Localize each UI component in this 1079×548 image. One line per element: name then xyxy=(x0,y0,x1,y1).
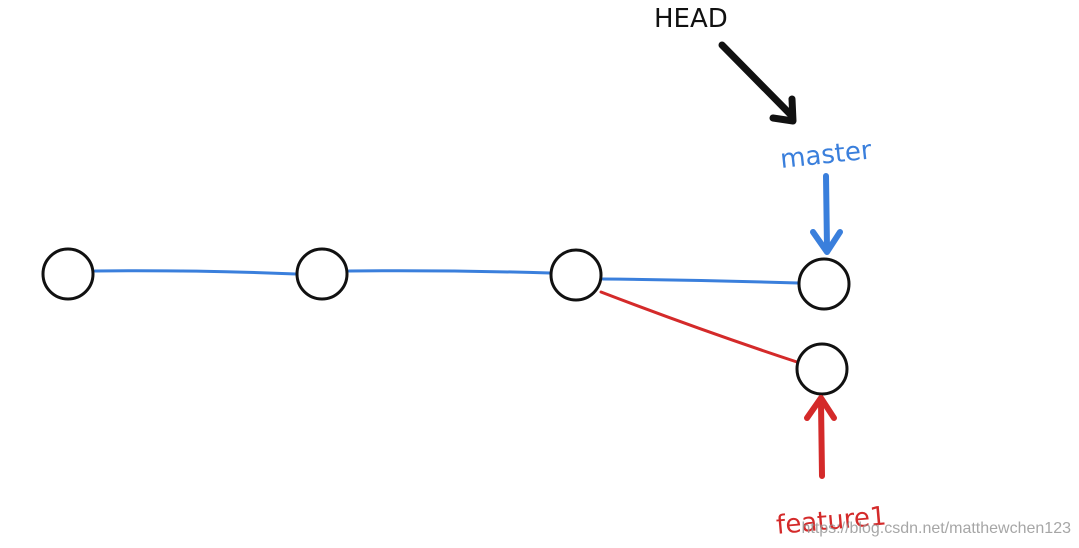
commit-node-c2 xyxy=(295,247,349,301)
edge-c3-c5 xyxy=(599,290,799,364)
commit-node-c5 xyxy=(795,342,849,396)
edge-c3-c4 xyxy=(601,277,800,285)
master-arrow-icon xyxy=(810,229,843,255)
commit-node-c3 xyxy=(549,248,603,302)
commit-node-c4 xyxy=(797,257,851,311)
edge-c1-c2 xyxy=(93,269,298,276)
feature-arrow-shaft xyxy=(818,399,825,479)
head-label: HEAD xyxy=(654,4,728,34)
head-arrow-icon xyxy=(769,95,797,125)
feature-arrow-icon xyxy=(804,395,837,421)
watermark-url: https://blog.csdn.net/matthewchen123 xyxy=(801,520,1071,537)
master-arrow-shaft xyxy=(823,173,830,251)
edge-c2-c3 xyxy=(347,269,552,275)
master-label: master xyxy=(779,135,874,174)
head-arrow-shaft xyxy=(718,41,796,120)
commit-node-c1 xyxy=(41,247,95,301)
